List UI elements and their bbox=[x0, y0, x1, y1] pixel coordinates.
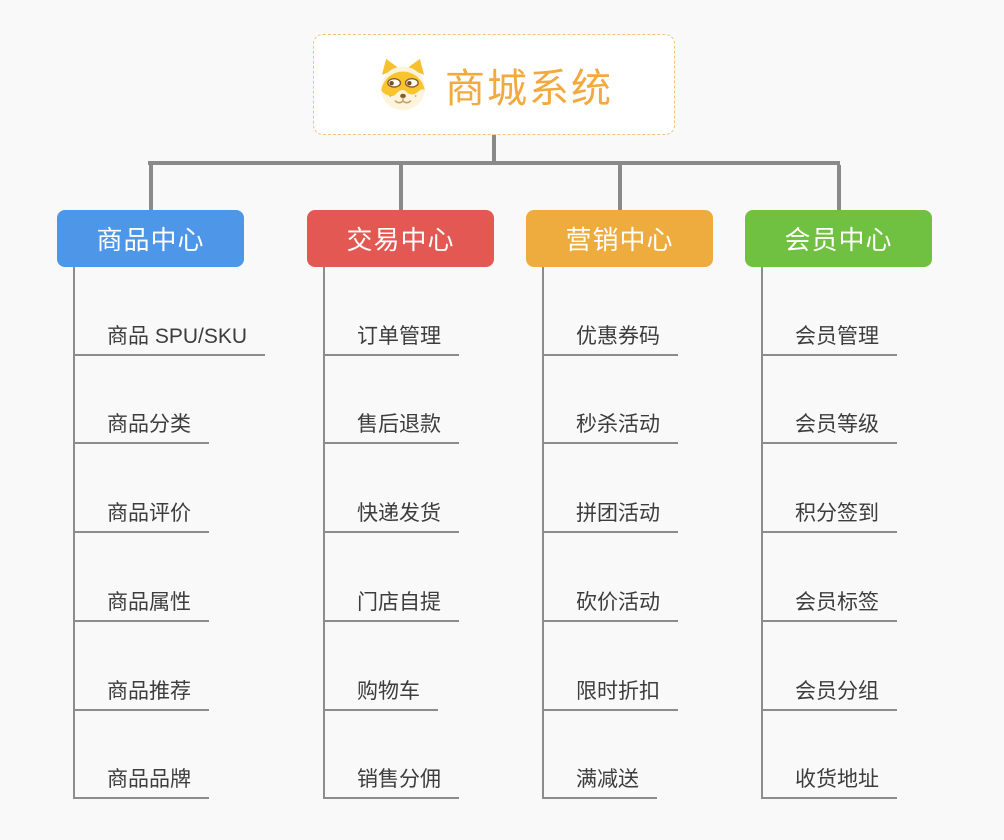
connector-column-line bbox=[73, 267, 75, 799]
subtopic-item[interactable]: 砍价活动 bbox=[542, 576, 678, 622]
subtopic-item[interactable]: 会员管理 bbox=[761, 310, 897, 356]
subtopic-item[interactable]: 会员等级 bbox=[761, 398, 897, 444]
subtopic-item[interactable]: 商品 SPU/SKU bbox=[73, 310, 266, 356]
branch-topic[interactable]: 交易中心 bbox=[307, 210, 494, 267]
connector-root-stub bbox=[492, 135, 496, 163]
subtopic-item[interactable]: 购物车 bbox=[323, 665, 438, 711]
subtopic-item[interactable]: 拼团活动 bbox=[542, 487, 678, 533]
subtopic-item[interactable]: 订单管理 bbox=[323, 310, 459, 356]
branch-topic[interactable]: 会员中心 bbox=[745, 210, 932, 267]
subtopic-item[interactable]: 快递发货 bbox=[323, 487, 459, 533]
connector-horizontal-rail bbox=[148, 161, 840, 165]
subtopic-item[interactable]: 门店自提 bbox=[323, 576, 459, 622]
connector-column-line bbox=[542, 267, 544, 799]
connector-branch-stub bbox=[837, 165, 841, 210]
branch-topic[interactable]: 营销中心 bbox=[526, 210, 713, 267]
branch-topic[interactable]: 商品中心 bbox=[57, 210, 244, 267]
connector-column-line bbox=[761, 267, 763, 799]
subtopic-item[interactable]: 商品分类 bbox=[73, 398, 209, 444]
subtopic-item[interactable]: 限时折扣 bbox=[542, 665, 678, 711]
subtopic-item[interactable]: 售后退款 bbox=[323, 398, 459, 444]
subtopic-item[interactable]: 积分签到 bbox=[761, 487, 897, 533]
connector-branch-stub bbox=[149, 165, 153, 210]
root-topic[interactable]: 商城系统 bbox=[313, 34, 675, 135]
connector-branch-stub bbox=[618, 165, 622, 210]
subtopic-item[interactable]: 收货地址 bbox=[761, 753, 897, 799]
subtopic-item[interactable]: 会员分组 bbox=[761, 665, 897, 711]
subtopic-item[interactable]: 销售分佣 bbox=[323, 753, 459, 799]
subtopic-item[interactable]: 满减送 bbox=[542, 753, 657, 799]
connector-column-line bbox=[323, 267, 325, 799]
subtopic-item[interactable]: 商品品牌 bbox=[73, 753, 209, 799]
subtopic-item[interactable]: 商品评价 bbox=[73, 487, 209, 533]
subtopic-item[interactable]: 会员标签 bbox=[761, 576, 897, 622]
shiba-dog-icon bbox=[375, 58, 431, 112]
connector-branch-stub bbox=[399, 165, 403, 210]
subtopic-item[interactable]: 商品属性 bbox=[73, 576, 209, 622]
subtopic-item[interactable]: 优惠券码 bbox=[542, 310, 678, 356]
subtopic-item[interactable]: 秒杀活动 bbox=[542, 398, 678, 444]
root-topic-title: 商城系统 bbox=[445, 66, 613, 111]
subtopic-item[interactable]: 商品推荐 bbox=[73, 665, 209, 711]
